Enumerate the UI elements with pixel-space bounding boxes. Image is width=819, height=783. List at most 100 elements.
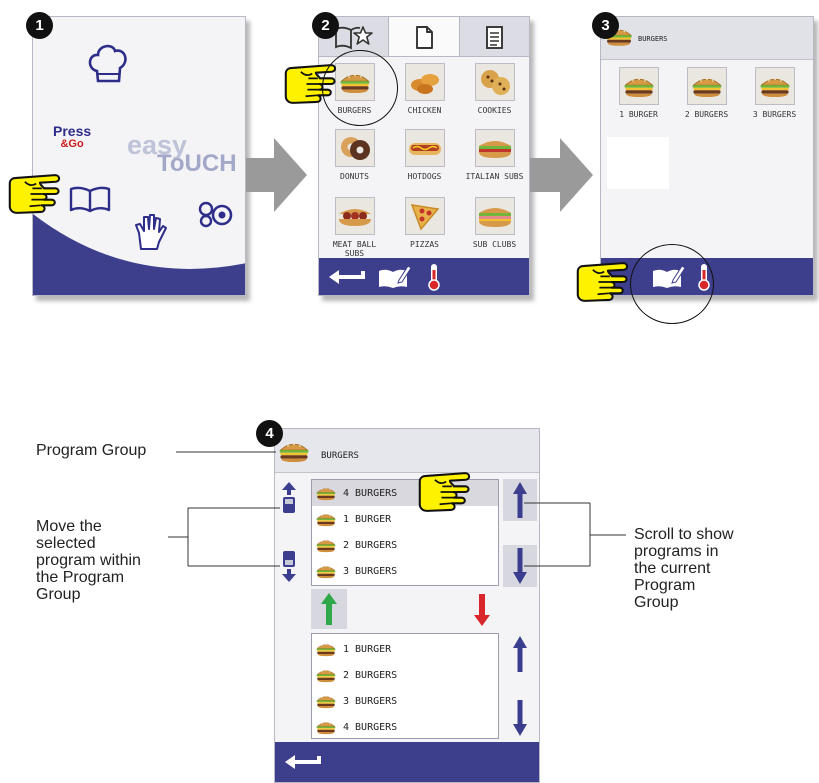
category-pizzas[interactable]: PIZZAS <box>393 197 456 249</box>
scroll-up-button[interactable] <box>503 479 537 521</box>
category-label: ITALIAN SUBS <box>465 172 524 181</box>
wave-background <box>33 214 245 295</box>
cookies-icon <box>474 63 515 101</box>
step-badge-4: 4 <box>256 420 283 447</box>
donut-icon <box>334 129 375 167</box>
category-donuts[interactable]: DONUTS <box>323 129 386 181</box>
single-page-icon <box>416 25 433 49</box>
burger-icon <box>315 484 337 502</box>
burger-icon <box>277 439 311 463</box>
step-badge-1: 1 <box>26 12 53 39</box>
category-sub-clubs[interactable]: SUB CLUBS <box>463 197 526 249</box>
program-list-bottom[interactable]: 1 BURGER 2 BURGERS 3 BURGERS 4 BURGERS <box>311 633 499 739</box>
category-meat-ball-subs[interactable]: MEAT BALL SUBS <box>323 197 386 258</box>
category-label: PIZZAS <box>410 240 439 249</box>
easy-text: easy <box>127 130 188 160</box>
list-item[interactable]: 1 BURGER <box>312 636 498 662</box>
meatball-sub-icon <box>334 197 375 235</box>
program-label: 1 BURGER <box>619 110 658 119</box>
press-go-line1: Press <box>53 123 92 139</box>
tab-document-list[interactable] <box>459 17 529 56</box>
category-cookies[interactable]: COOKIES <box>463 63 526 115</box>
program-label: 3 BURGERS <box>752 110 797 119</box>
arrow-down-icon <box>513 548 527 584</box>
program-label: 1 BURGER <box>343 513 392 525</box>
bottom-bar <box>275 742 539 782</box>
red-arrow-down-icon[interactable] <box>473 593 491 627</box>
sub-club-icon <box>474 197 515 235</box>
recipe-book-icon[interactable] <box>69 185 111 213</box>
burger-icon <box>315 666 337 684</box>
move-to-top-list-button[interactable] <box>311 589 347 629</box>
group-title: BURGERS <box>638 35 668 43</box>
group-title: BURGERS <box>321 451 359 461</box>
category-italian-subs[interactable]: ITALIAN SUBS <box>463 129 526 181</box>
back-arrow-icon[interactable] <box>283 752 323 772</box>
program-label: 2 BURGERS <box>343 539 398 551</box>
burger-icon <box>315 562 337 580</box>
empty-program-slot[interactable] <box>607 137 669 189</box>
press-go-line2: &Go <box>60 138 84 150</box>
arrow-up-icon[interactable] <box>512 635 528 673</box>
bottom-bar <box>319 258 529 295</box>
step-badge-3: 3 <box>592 12 619 39</box>
category-label: CHICKEN <box>407 106 442 115</box>
category-label: COOKIES <box>477 106 512 115</box>
burger-icon <box>315 510 337 528</box>
category-label: MEAT BALL SUBS <box>332 240 377 258</box>
scroll-down-button[interactable] <box>503 545 537 587</box>
highlight-circle <box>630 244 714 324</box>
list-item[interactable]: 2 BURGERS <box>312 532 498 558</box>
category-hotdogs[interactable]: HOTDOGS <box>393 129 456 181</box>
touch-text: ToUCH <box>157 150 237 177</box>
program-list-top[interactable]: 4 BURGERS 1 BURGER 2 BURGERS 3 BURGERS <box>311 479 499 586</box>
program-label: 2 BURGERS <box>684 110 729 119</box>
burger-icon <box>315 718 337 736</box>
program-label: 3 BURGERS <box>343 695 398 707</box>
highlight-circle <box>322 50 398 126</box>
recipe-book-edit-icon[interactable] <box>377 264 411 290</box>
burger-icon <box>315 536 337 554</box>
chicken-icon <box>404 63 445 101</box>
screen-1: Press &Go easy ToUCH <box>32 16 246 296</box>
list-item[interactable]: 4 BURGERS <box>312 714 498 740</box>
list-item[interactable]: 2 BURGERS <box>312 662 498 688</box>
program-3-burgers[interactable]: 3 BURGERS <box>743 67 806 119</box>
screen-4: BURGERS 4 BURGERS 1 BURGER 2 BURGERS 3 B… <box>274 428 540 783</box>
flow-arrow-1 <box>246 138 307 212</box>
callout-program-group: Program Group <box>36 442 147 459</box>
pizza-icon <box>404 197 445 235</box>
burger-icon <box>315 640 337 658</box>
document-list-icon <box>486 25 504 49</box>
category-chicken[interactable]: CHICKEN <box>393 63 456 115</box>
hotdog-icon <box>404 129 445 167</box>
screen-3: BURGERS 1 BURGER 2 BURGERS 3 BURGERS <box>600 16 814 296</box>
cleaning-glove-icon[interactable] <box>133 211 167 251</box>
back-arrow-icon[interactable] <box>327 267 367 287</box>
callout-move-program: Move the selected program within the Pro… <box>36 518 141 603</box>
arrow-up-icon <box>513 482 527 518</box>
burger-icon <box>618 67 659 105</box>
pointing-hand-icon <box>416 468 482 516</box>
italian-sub-icon <box>474 129 515 167</box>
move-up-icon[interactable] <box>281 481 297 515</box>
group-header: BURGERS <box>275 429 539 473</box>
program-label: 3 BURGERS <box>343 565 398 577</box>
chef-hat-icon[interactable] <box>85 41 131 87</box>
settings-dials-icon[interactable] <box>197 200 233 228</box>
program-1-burger[interactable]: 1 BURGER <box>607 67 670 119</box>
arrow-down-icon[interactable] <box>512 699 528 737</box>
favorites-book-icon <box>334 25 373 49</box>
move-down-icon[interactable] <box>281 549 297 583</box>
list-item[interactable]: 1 BURGER <box>312 506 498 532</box>
category-label: DONUTS <box>340 172 369 181</box>
program-2-burgers[interactable]: 2 BURGERS <box>675 67 738 119</box>
group-header: BURGERS <box>601 17 813 60</box>
tab-single-page[interactable] <box>389 17 460 56</box>
list-item-selected[interactable]: 4 BURGERS <box>312 480 498 506</box>
thermometer-icon[interactable] <box>427 262 441 292</box>
category-label: HOTDOGS <box>407 172 442 181</box>
list-item[interactable]: 3 BURGERS <box>312 558 498 584</box>
list-item[interactable]: 3 BURGERS <box>312 688 498 714</box>
press-and-go-logo[interactable]: Press &Go <box>53 123 92 151</box>
